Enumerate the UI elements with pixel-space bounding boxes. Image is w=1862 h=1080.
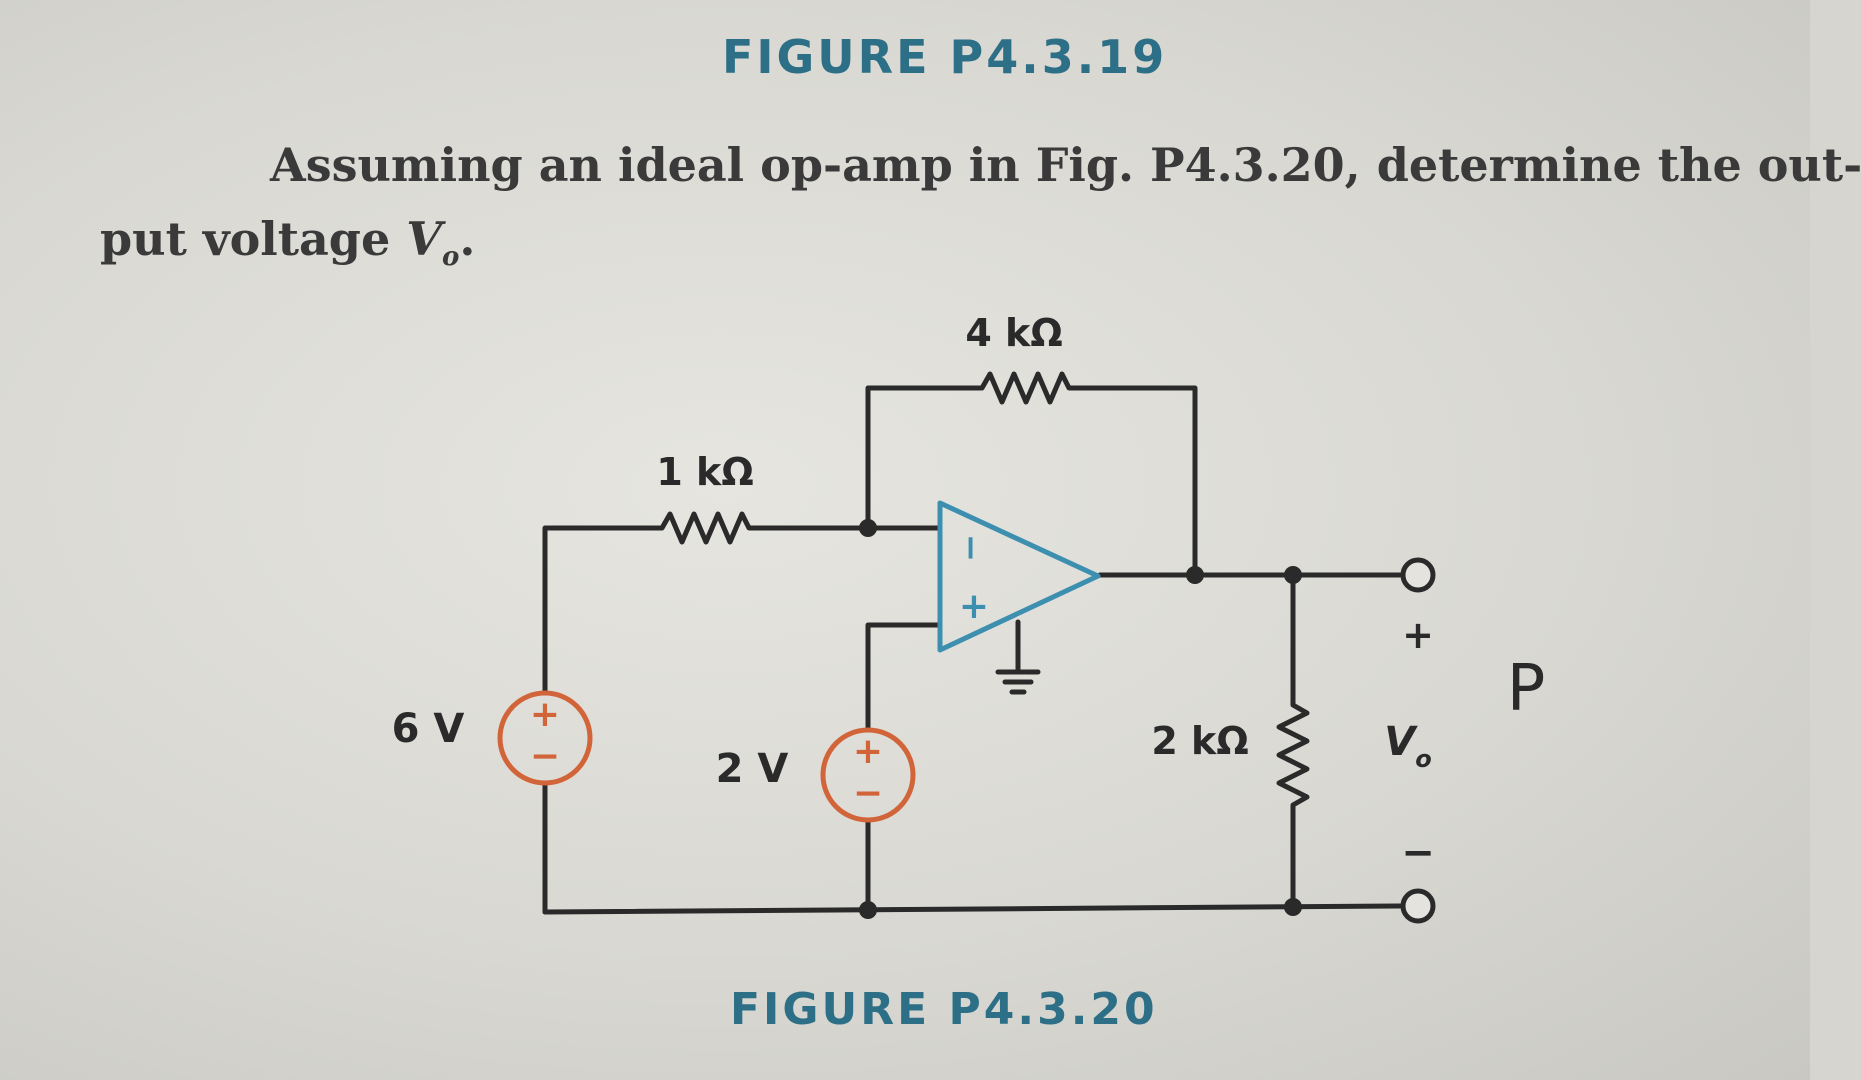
voltage-source-6v (497, 690, 593, 786)
figure-caption-top: FIGURE P4.3.19 (722, 30, 1168, 84)
output-voltage-label: Vo (1384, 719, 1431, 773)
load-resistor-label: 2 kΩ (1151, 719, 1248, 763)
problem-output-variable: V (406, 212, 442, 266)
voltage-source-6v-plus: + (530, 694, 560, 735)
problem-line-2-suffix: . (459, 212, 476, 266)
feedback-resistor (975, 371, 1075, 405)
output-minus-label: − (1401, 830, 1435, 876)
voltage-source-2v (820, 727, 916, 823)
input-resistor-label: 1 kΩ (656, 450, 753, 494)
voltage-source-2v-plus: + (853, 731, 883, 772)
ground-icon (995, 669, 1041, 695)
junction-dot-load-top (1284, 566, 1302, 584)
junction-dot-output (1186, 566, 1204, 584)
output-voltage-sub: o (1415, 745, 1432, 773)
junction-dot-middle-ground (859, 901, 877, 919)
wire-noninverting (865, 622, 943, 733)
wire-feedback-right (1072, 385, 1198, 578)
output-terminal-bottom (1400, 888, 1436, 924)
wire-ground-rail (542, 903, 1403, 915)
feedback-resistor-label: 4 kΩ (965, 311, 1062, 355)
voltage-source-6v-label: 6 V (392, 706, 465, 752)
junction-dot-inverting (859, 519, 877, 537)
output-plus-label: + (1402, 613, 1434, 657)
wire-feedback-left (865, 385, 978, 531)
voltage-source-2v-minus: − (853, 773, 883, 814)
figure-caption-bottom: FIGURE P4.3.20 (730, 984, 1158, 1035)
circuit-diagram: − + + − + − 4 kΩ 1 kΩ 2 kΩ 6 V 2 V + − V… (392, 311, 1546, 924)
opamp-triangle (937, 500, 1101, 653)
input-resistor (655, 511, 755, 545)
voltage-source-6v-minus: − (530, 736, 560, 777)
output-terminal-top (1400, 557, 1436, 593)
voltage-source-2v-label: 2 V (716, 746, 789, 792)
output-voltage-var: V (1384, 719, 1418, 765)
junction-dot-load-bottom (1284, 898, 1302, 916)
opamp-inverting-sign: − (951, 534, 991, 563)
problem-line-2-prefix: put voltage (100, 212, 407, 266)
handwritten-note: P (1507, 652, 1546, 726)
opamp-noninverting-sign: + (959, 586, 989, 627)
problem-output-subscript: o (441, 242, 460, 273)
load-resistor (1276, 698, 1310, 812)
wire-left-branch (542, 525, 658, 696)
problem-statement-line-2: put voltage Vo. (100, 212, 475, 272)
problem-statement-line-1: Assuming an ideal op-amp in Fig. P4.3.20… (270, 138, 1862, 192)
